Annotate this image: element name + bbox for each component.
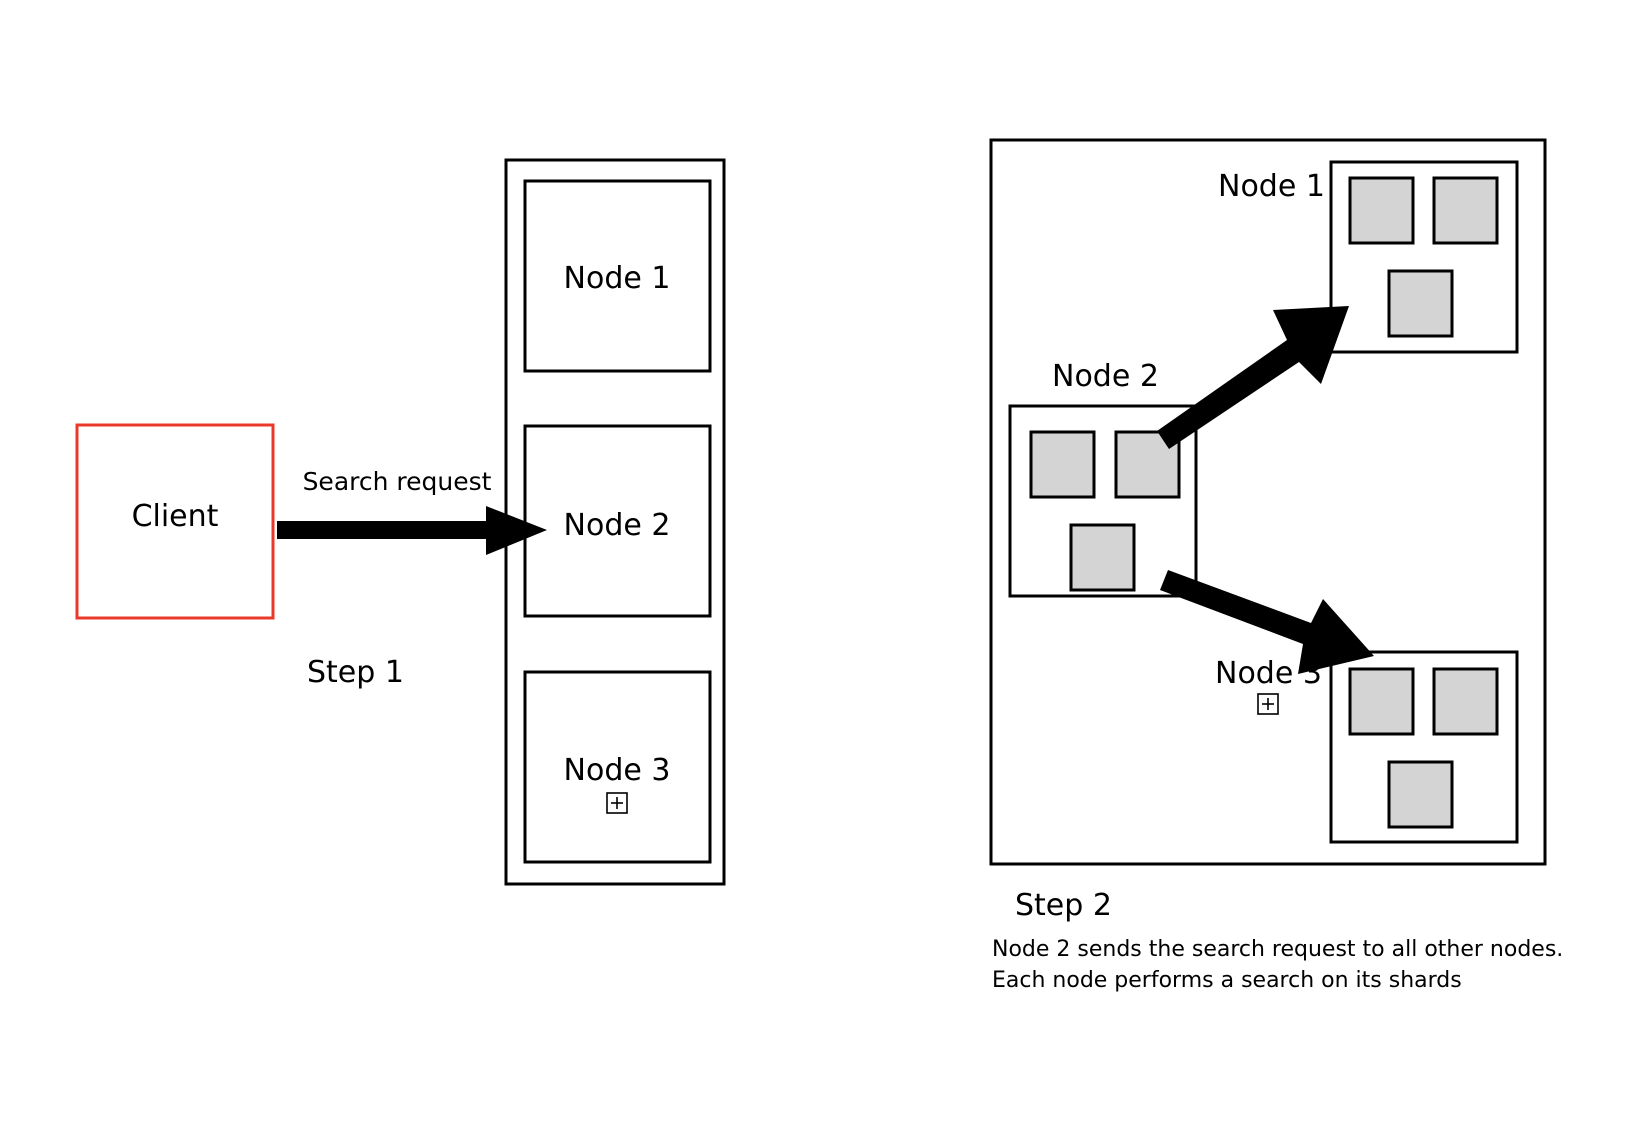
step2-node2-label: Node 2: [1052, 359, 1159, 394]
search-request-arrow: [277, 506, 547, 555]
shard: [1432, 176, 1499, 245]
search-request-label: Search request: [303, 467, 492, 496]
step2-cluster-box: [989, 138, 1547, 866]
shard: [1387, 269, 1454, 338]
shard: [1029, 430, 1096, 499]
client-box: [75, 423, 275, 620]
step2-label: Step 2: [1015, 888, 1112, 923]
expand-icon[interactable]: [606, 792, 628, 814]
client-label: Client: [132, 499, 219, 534]
shard: [1387, 760, 1454, 829]
step1-node2-box: [523, 424, 712, 618]
step1-node1-label: Node 1: [564, 261, 671, 296]
arrow-to-node1: [1157, 306, 1349, 449]
step2-node1-label: Node 1: [1218, 169, 1325, 204]
step1-node1-box: [523, 179, 712, 373]
step1-node2-label: Node 2: [564, 508, 671, 543]
shard: [1069, 523, 1136, 592]
step1-label: Step 1: [307, 655, 404, 690]
shard: [1348, 667, 1415, 736]
step2-description-line2: Each node performs a search on its shard…: [992, 968, 1462, 993]
shard: [1432, 667, 1499, 736]
step1-group: Client Search request Step 1 Node 1 Node…: [75, 158, 726, 886]
step1-node3-box: [523, 670, 712, 864]
step2-group: Node 1 Node 2 Node 3 Step 2 Node 2 sends…: [989, 138, 1563, 993]
step1-node3-label: Node 3: [564, 753, 671, 788]
expand-icon[interactable]: [1257, 693, 1279, 715]
shard: [1348, 176, 1415, 245]
arrow-to-node3: [1160, 570, 1374, 674]
step2-description-line1: Node 2 sends the search request to all o…: [992, 937, 1563, 962]
step1-cluster-box: [504, 158, 726, 886]
